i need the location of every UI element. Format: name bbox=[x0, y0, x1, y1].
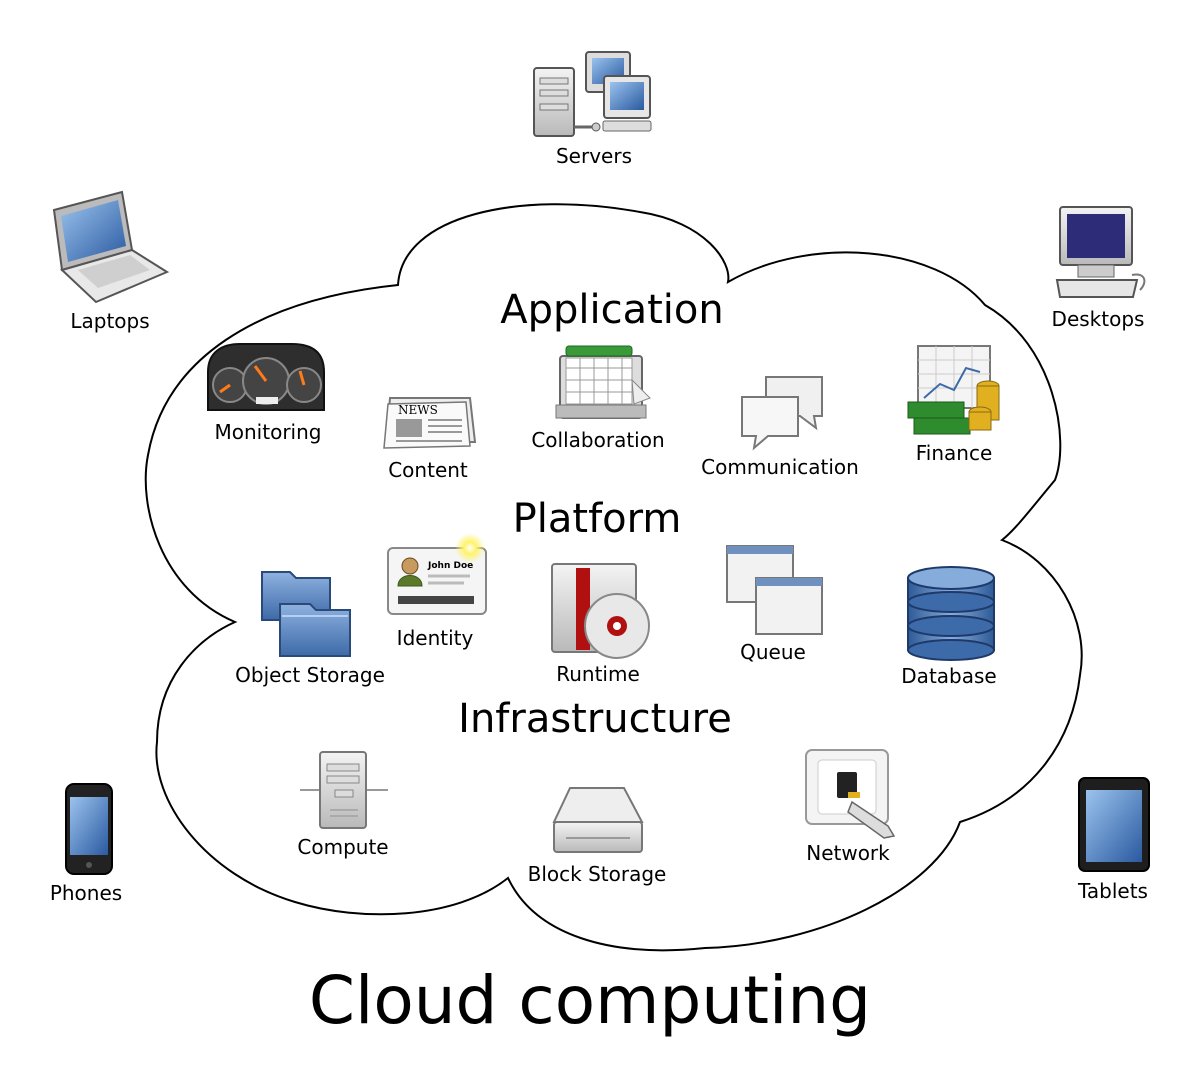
id-card-name: John Doe bbox=[427, 561, 473, 571]
queue-label: Queue bbox=[740, 640, 806, 664]
news-masthead: NEWS bbox=[398, 403, 438, 417]
block-storage-label: Block Storage bbox=[528, 862, 667, 886]
communication-label: Communication bbox=[701, 455, 859, 479]
desktops-label: Desktops bbox=[1052, 307, 1145, 331]
runtime-icon bbox=[551, 563, 650, 659]
desktop-icon bbox=[1055, 206, 1146, 298]
monitoring-label: Monitoring bbox=[215, 420, 322, 444]
database-label: Database bbox=[901, 664, 996, 688]
phones-label: Phones bbox=[50, 881, 122, 905]
folders-icon bbox=[261, 571, 351, 657]
finance-icon bbox=[907, 345, 1000, 435]
platform-heading: Platform bbox=[513, 496, 682, 542]
compute-server-icon bbox=[300, 751, 388, 829]
identity-label: Identity bbox=[397, 626, 474, 650]
compute-label: Compute bbox=[297, 835, 388, 859]
laptops-label: Laptops bbox=[70, 309, 149, 333]
network-jack-icon bbox=[805, 749, 896, 839]
tablet-icon bbox=[1078, 777, 1150, 872]
runtime-label: Runtime bbox=[556, 662, 640, 686]
content-label: Content bbox=[388, 458, 468, 482]
database-icon bbox=[907, 566, 995, 661]
servers-label: Servers bbox=[556, 144, 632, 168]
collaboration-label: Collaboration bbox=[531, 428, 664, 452]
network-label: Network bbox=[806, 841, 890, 865]
speech-bubbles-icon bbox=[741, 376, 823, 451]
tablets-label: Tablets bbox=[1077, 879, 1148, 903]
newspaper-icon: NEWS bbox=[383, 397, 477, 449]
servers-icon bbox=[533, 51, 652, 137]
finance-label: Finance bbox=[916, 441, 993, 465]
infrastructure-heading: Infrastructure bbox=[458, 696, 732, 742]
phone-icon bbox=[65, 783, 113, 875]
id-card-icon: John Doe bbox=[387, 533, 487, 615]
monitoring-icon bbox=[207, 343, 325, 411]
calendar-icon bbox=[555, 345, 651, 419]
object-storage-label: Object Storage bbox=[235, 663, 385, 687]
laptop-icon bbox=[52, 190, 170, 304]
diagram-title: Cloud computing bbox=[309, 962, 871, 1039]
application-heading: Application bbox=[500, 287, 724, 333]
hard-drive-icon bbox=[552, 787, 644, 853]
windows-queue-icon bbox=[726, 545, 823, 635]
